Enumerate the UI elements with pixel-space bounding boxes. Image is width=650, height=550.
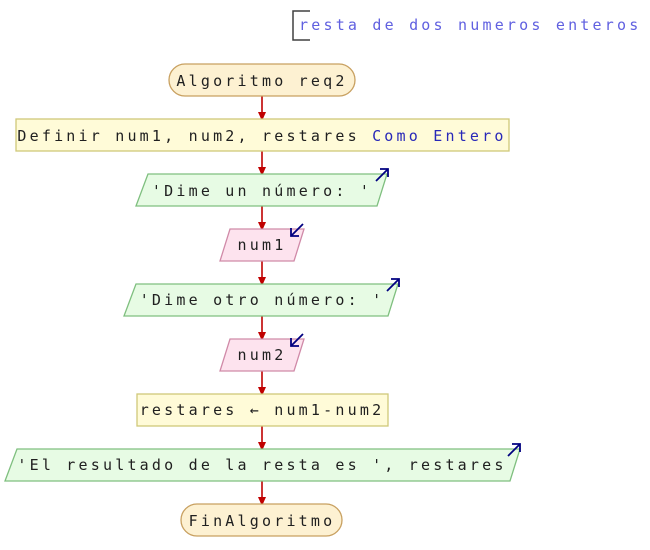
output-arrow-icon: [386, 278, 400, 292]
output-arrow-icon: [507, 443, 521, 457]
input-2-label: num2: [238, 346, 287, 364]
start-node[interactable]: Algoritmo req2: [168, 63, 356, 97]
comment-bracket: [292, 10, 310, 41]
input-arrow-icon: [290, 333, 304, 347]
input-node-2[interactable]: num2: [219, 333, 305, 372]
end-node[interactable]: FinAlgoritmo: [180, 503, 343, 537]
output-node-2[interactable]: 'Dime otro número: ': [123, 278, 400, 317]
declaration-keyword: Como Entero: [372, 127, 507, 145]
comment-text: resta de dos numeros enteros: [299, 16, 641, 34]
output-node-3[interactable]: 'El resultado de la resta es ', restares: [4, 443, 521, 482]
declaration-prefix: Definir num1, num2, restares: [17, 127, 359, 145]
input-node-1[interactable]: num1: [219, 223, 305, 262]
declaration-node[interactable]: Definir num1, num2, restares Como Entero: [15, 118, 510, 152]
output-node-1[interactable]: 'Dime un número: ': [135, 168, 389, 207]
output-arrow-icon: [375, 168, 389, 182]
assignment-label: restares ← num1-num2: [140, 401, 385, 419]
start-label: Algoritmo req2: [176, 72, 347, 90]
input-1-label: num1: [238, 236, 287, 254]
assignment-node[interactable]: restares ← num1-num2: [136, 393, 389, 427]
output-1-label: 'Dime un número: ': [152, 182, 372, 200]
declaration-label: Definir num1, num2, restares Como Entero: [17, 127, 506, 145]
output-3-label: 'El resultado de la resta es ', restares: [17, 456, 506, 474]
input-arrow-icon: [290, 223, 304, 237]
end-label: FinAlgoritmo: [189, 512, 336, 530]
output-2-label: 'Dime otro número: ': [140, 291, 385, 309]
